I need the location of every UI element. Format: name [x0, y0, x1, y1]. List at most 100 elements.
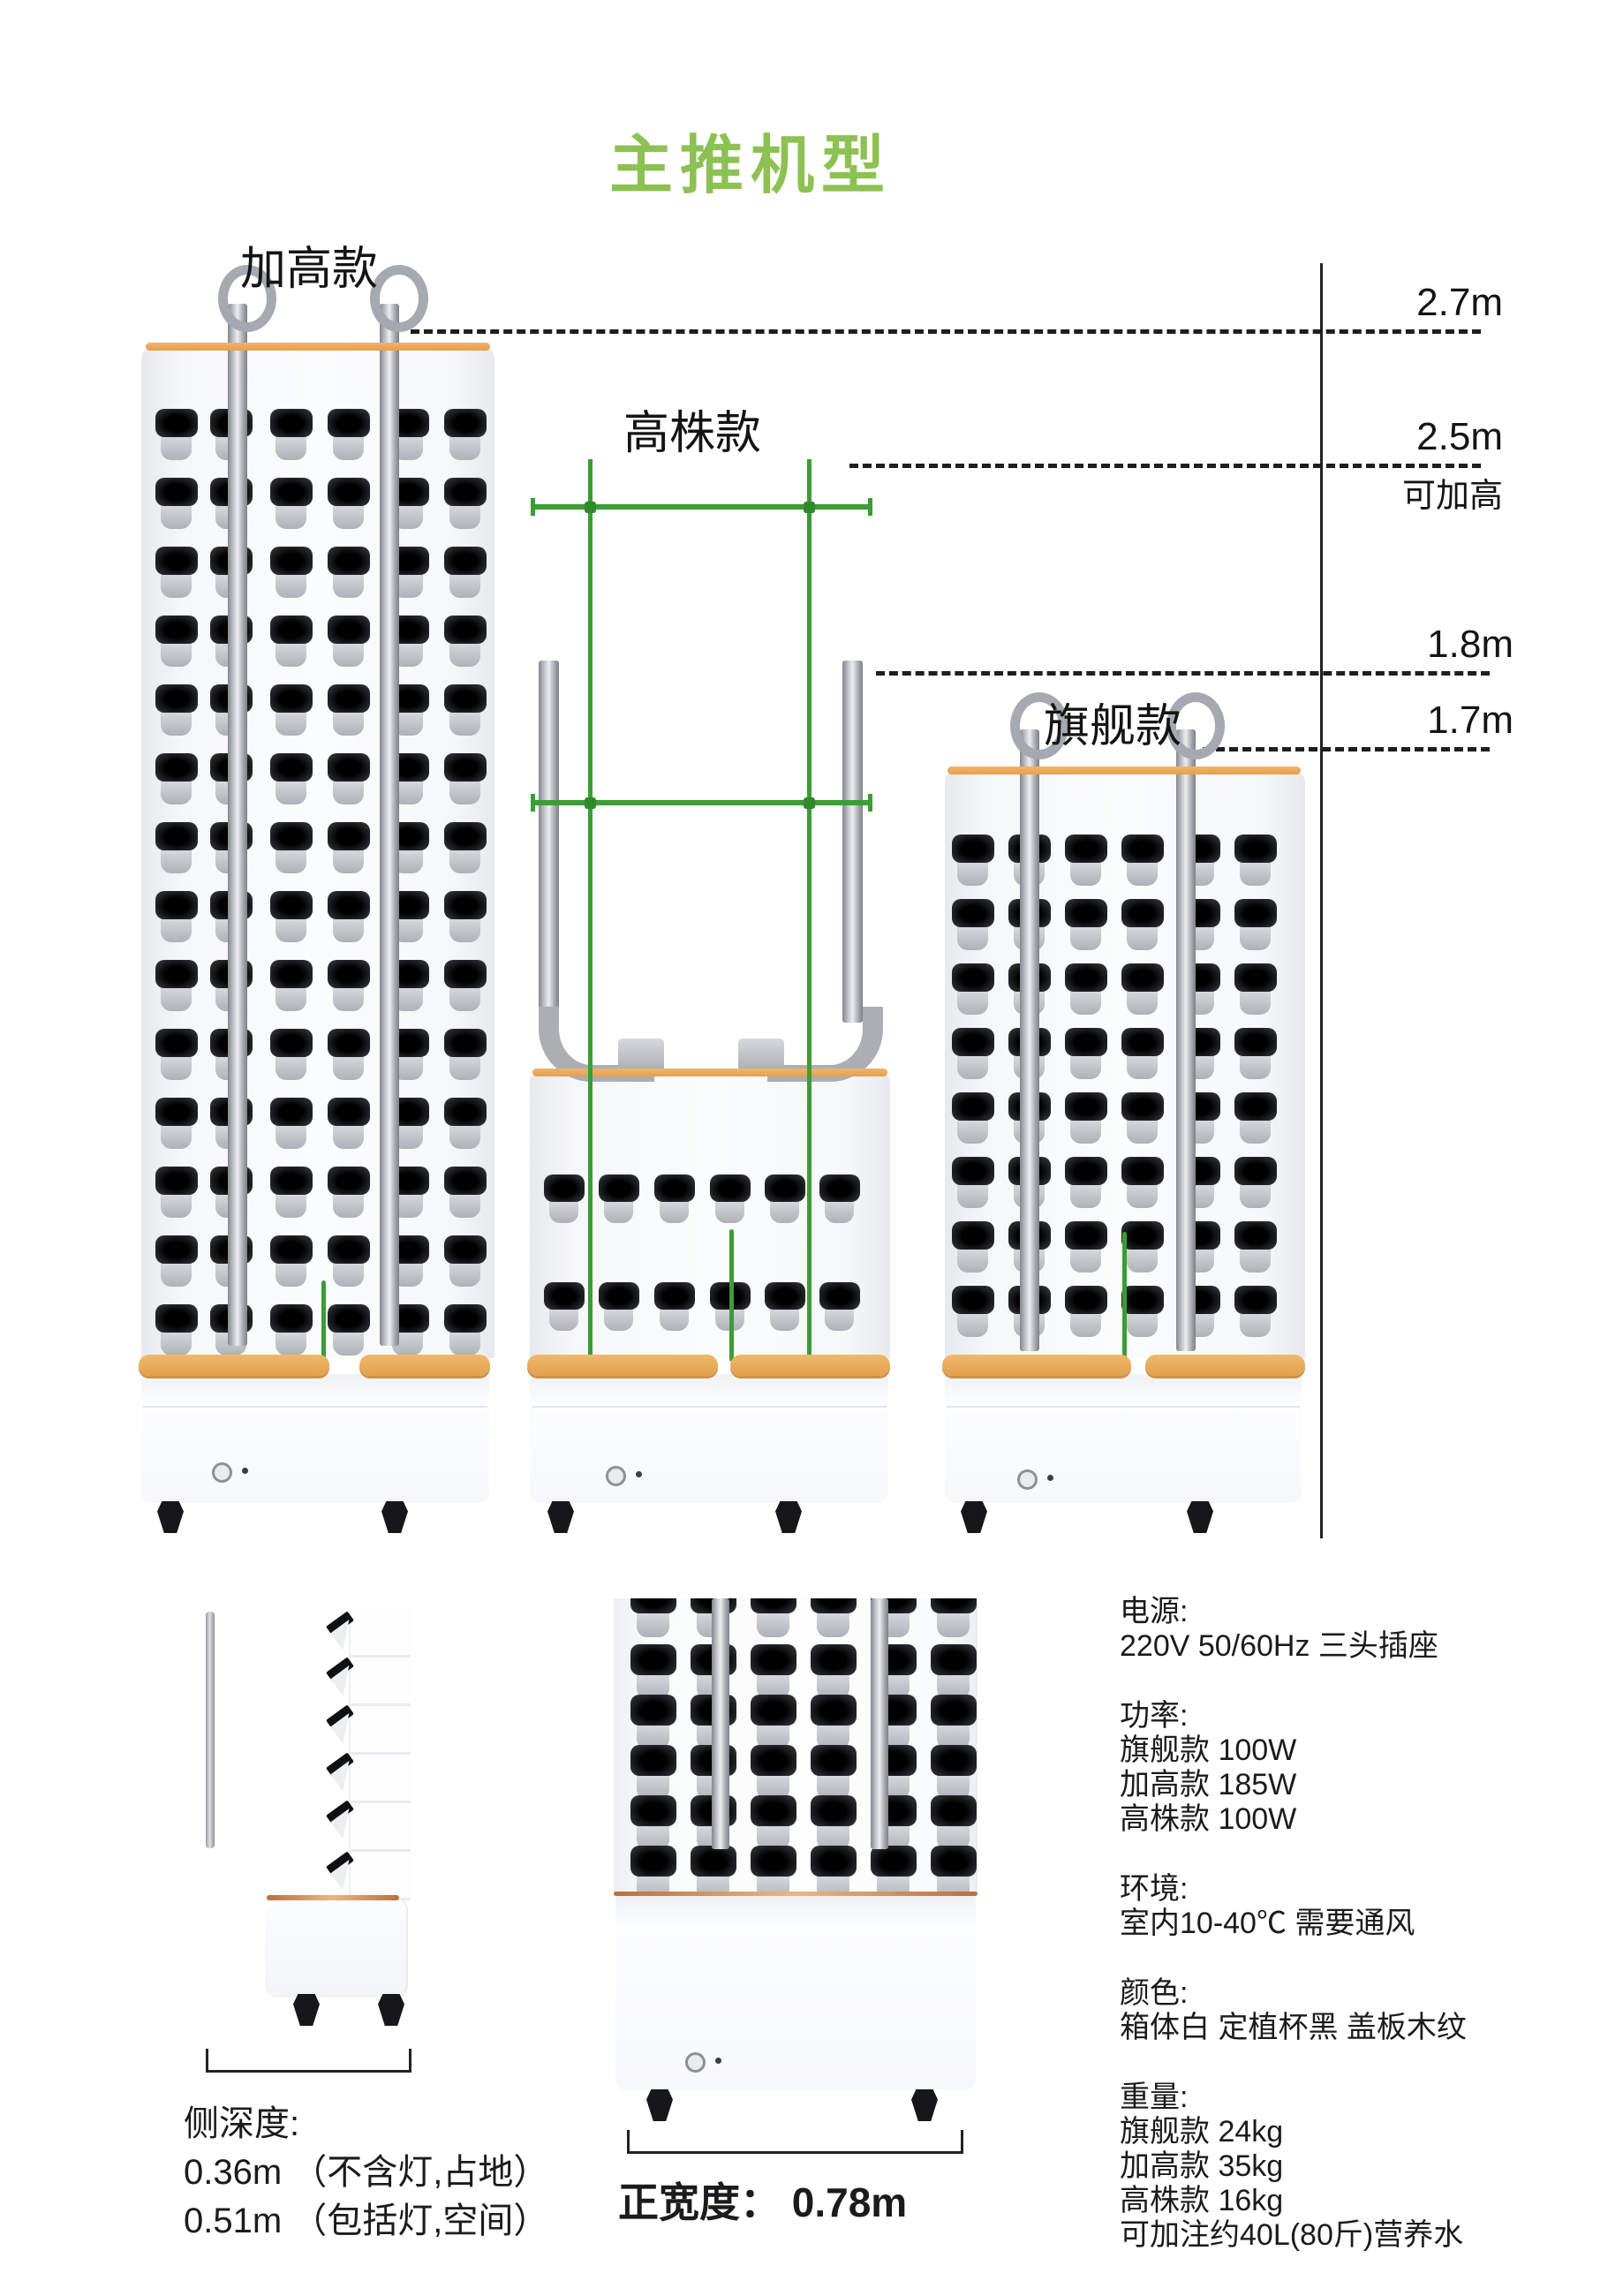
plant-pod-side	[326, 1611, 354, 1636]
plant-pod	[444, 1167, 487, 1218]
plant-pod	[654, 1282, 695, 1331]
plant-pod	[931, 1644, 977, 1699]
plant-pod	[328, 616, 370, 667]
plant-pod	[1121, 835, 1164, 886]
caster-wheel	[378, 1994, 404, 2026]
plant-pod	[270, 1304, 313, 1356]
base-lid-jiagao-right	[359, 1355, 490, 1376]
plant-pod	[270, 1235, 313, 1287]
plant-pod	[751, 1695, 796, 1749]
plant-stem	[1122, 1232, 1127, 1363]
plant-pod	[931, 1695, 977, 1749]
side-view-base	[265, 1899, 408, 1998]
plant-pod	[819, 1174, 860, 1223]
plant-pod	[630, 1846, 676, 1895]
spec-line: 旗舰款 24kg	[1120, 2115, 1284, 2149]
plant-pod	[599, 1282, 639, 1331]
light-bar-mount	[738, 1038, 784, 1072]
plant-pod	[931, 1598, 977, 1637]
side-view-tower	[349, 1609, 411, 1902]
dim-line-2-7m	[411, 329, 1481, 334]
power-button[interactable]	[606, 1466, 626, 1486]
plant-pod	[751, 1598, 796, 1637]
base-lid-gaozhu-right	[730, 1355, 890, 1376]
trellis-end-tick	[531, 794, 535, 812]
light-bar-jiagao-left	[228, 304, 247, 1346]
trellis-crossbar-upper	[533, 504, 871, 510]
power-button[interactable]	[685, 2052, 706, 2073]
spec-line: 旗舰款 100W	[1120, 1733, 1297, 1767]
dim-label-1-8m: 1.8m	[1427, 623, 1514, 666]
plant-pod	[328, 1029, 370, 1080]
plant-pod	[931, 1745, 977, 1800]
dim-label-2-5m: 2.5m	[1416, 415, 1503, 458]
plant-pod	[811, 1644, 857, 1699]
side-depth-line2: 0.51m （包括灯,空间）	[184, 2202, 549, 2240]
dim-label-2-7m: 2.7m	[1416, 281, 1503, 324]
trellis-pole-left	[588, 459, 593, 1365]
model-label-qijian: 旗舰款	[1044, 701, 1182, 752]
trellis-crossbar-lower	[533, 800, 871, 805]
page-title: 主推机型	[608, 131, 892, 201]
plant-pod	[328, 1098, 370, 1149]
base-seam	[947, 1406, 1300, 1408]
light-bar-jiagao-right	[380, 304, 399, 1346]
plant-pod	[1234, 1286, 1277, 1337]
pod-grid-gaozhu	[530, 1074, 890, 1358]
plant-pod	[1121, 899, 1164, 950]
plant-pod	[599, 1174, 639, 1223]
light-bar-qijian-left	[1020, 729, 1039, 1351]
front-view-pod-grid	[614, 1598, 978, 1895]
spec-heading: 重量:	[1120, 2081, 1189, 2114]
spec-line: 高株款 100W	[1120, 1802, 1297, 1836]
plant-pod	[952, 835, 994, 886]
plant-pod	[544, 1174, 585, 1223]
spec-line: 220V 50/60Hz 三头插座	[1120, 1629, 1438, 1663]
trellis-end-tick	[868, 794, 872, 812]
plant-pod	[952, 1028, 994, 1079]
trellis-pole-right	[807, 459, 812, 1365]
spec-line: 箱体白 定植杯黑 盖板木纹	[1120, 2011, 1467, 2044]
plant-pod	[444, 960, 487, 1011]
plant-pod	[444, 1029, 487, 1080]
base-tank-jiagao	[141, 1374, 489, 1503]
plant-pod	[155, 960, 198, 1011]
plant-pod	[328, 1235, 370, 1287]
plant-pod	[270, 891, 313, 942]
spec-heading: 功率:	[1120, 1699, 1189, 1733]
plant-pod	[630, 1795, 676, 1850]
plant-pod	[952, 1157, 994, 1208]
plant-pod	[270, 547, 313, 598]
plant-pod	[871, 1846, 917, 1895]
plant-pod	[1065, 1028, 1107, 1079]
base-lid-qijian-left	[942, 1355, 1131, 1376]
plant-pod	[751, 1795, 796, 1850]
trellis-end-tick	[531, 498, 535, 516]
plant-pod-side	[326, 1704, 354, 1730]
spec-group-weight: 重量: 旗舰款 24kg 加高款 35kg 高株款 16kg 可加注约40L(8…	[1120, 2081, 1597, 2253]
light-bar-gaozhu-right	[842, 661, 863, 1023]
base-tank-qijian	[945, 1374, 1302, 1503]
plant-pod	[952, 1286, 994, 1337]
power-button[interactable]	[212, 1462, 232, 1483]
dim-line-1-7m	[1203, 747, 1490, 751]
base-lid-gaozhu-left	[527, 1355, 718, 1376]
side-depth-title: 侧深度:	[184, 2104, 300, 2143]
status-led	[1047, 1475, 1053, 1481]
caster-wheel	[961, 1501, 987, 1533]
base-tank-gaozhu	[530, 1374, 888, 1503]
plant-pod	[630, 1695, 676, 1749]
plant-pod	[444, 547, 487, 598]
spec-line: 高株款 16kg	[1120, 2184, 1284, 2217]
plant-pod	[155, 1167, 198, 1218]
plant-pod	[1065, 963, 1107, 1015]
spec-group-environment: 环境: 室内10-40℃ 需要通风	[1120, 1872, 1597, 1941]
trellis-joint	[585, 797, 596, 809]
power-button[interactable]	[1017, 1469, 1038, 1490]
hanger-hook-icon	[1010, 692, 1068, 759]
plant-pod	[931, 1846, 977, 1895]
plant-pod	[270, 1167, 313, 1218]
plant-pod	[1234, 1221, 1277, 1273]
plant-pod	[155, 1098, 198, 1149]
pod-grid-jiagao	[141, 346, 494, 1358]
